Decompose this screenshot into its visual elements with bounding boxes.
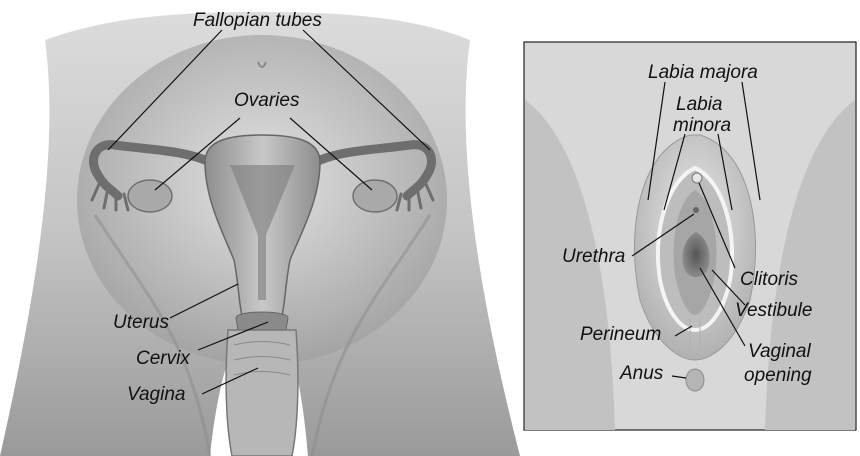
left-panel	[0, 12, 520, 456]
label-clitoris: Clitoris	[740, 269, 799, 290]
label-perineum: Perineum	[580, 324, 661, 345]
ovary-left	[128, 180, 172, 212]
urethra	[693, 207, 699, 213]
vagina	[226, 330, 298, 456]
label-uterus: Uterus	[113, 312, 169, 333]
label-vagina: Vagina	[127, 384, 185, 405]
label-anus: Anus	[619, 363, 664, 384]
clitoris	[692, 173, 702, 183]
label-vestibule: Vestibule	[735, 300, 812, 321]
label-vaginal-opening-line2: opening	[744, 365, 812, 386]
anus	[686, 369, 704, 391]
label-fallopian-tubes: Fallopian tubes	[193, 10, 322, 31]
label-ovaries: Ovaries	[234, 90, 300, 111]
label-labia-minora-line2: minora	[673, 115, 731, 136]
label-vaginal-opening-line1: Vaginal	[748, 341, 811, 362]
label-urethra: Urethra	[562, 246, 625, 267]
cervix	[236, 312, 288, 330]
label-labia-majora: Labia majora	[648, 62, 758, 83]
label-cervix: Cervix	[136, 348, 191, 369]
ovary-right	[353, 180, 397, 212]
label-labia-minora-line1: Labia	[676, 94, 723, 115]
